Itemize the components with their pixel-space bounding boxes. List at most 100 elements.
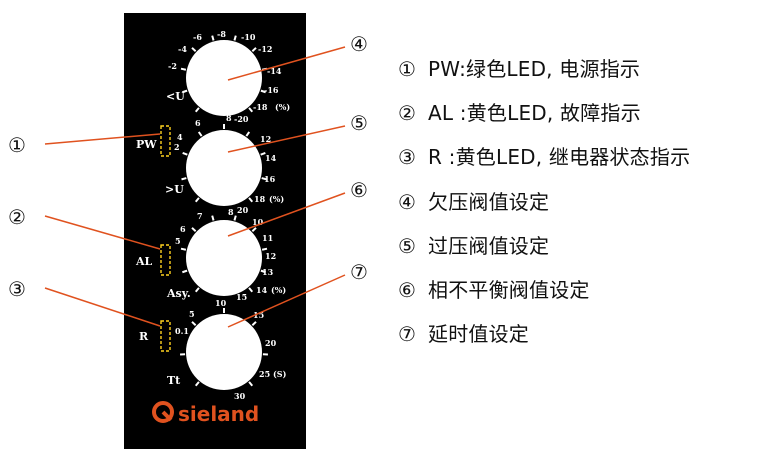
- callout-marker-1: ①: [8, 133, 26, 157]
- knob-tick: [194, 381, 200, 387]
- knob-tick: [248, 381, 254, 387]
- knob-tick-marks: [180, 35, 268, 387]
- knob-tick: [182, 89, 188, 94]
- callout-marker-4: ④: [350, 32, 368, 56]
- tick-label: -10: [241, 32, 256, 42]
- overvoltage-knob[interactable]: [186, 130, 262, 206]
- tick-label: -16: [264, 85, 279, 95]
- callout-marker-7: ⑦: [350, 260, 368, 284]
- legend-num: ④: [398, 190, 417, 214]
- callout-marker-3: ③: [8, 277, 26, 301]
- tick-label: 15: [253, 310, 264, 320]
- knob-tick: [251, 47, 257, 52]
- delay-label: Tt: [167, 374, 181, 387]
- knob-tick: [260, 152, 266, 156]
- knob-tick: [211, 35, 215, 41]
- sieland-logo: sieland: [152, 401, 259, 426]
- tick-label: 6: [180, 224, 186, 234]
- tick-label: 6: [195, 118, 201, 128]
- tick-label: (S): [273, 369, 287, 379]
- asymmetry-knob[interactable]: [186, 220, 262, 296]
- knob-tick: [248, 107, 254, 113]
- knob-tick: [194, 287, 200, 293]
- callout-marker-2: ②: [8, 205, 26, 229]
- knob-tick: [180, 67, 187, 71]
- legend-item: ④ 欠压阀值设定: [398, 186, 549, 215]
- delay-knob[interactable]: [186, 314, 262, 390]
- knob-tick: [251, 227, 257, 232]
- brand-text: sieland: [178, 402, 259, 426]
- knob-tick: [248, 287, 254, 293]
- legend-text: 延时值设定: [428, 322, 529, 346]
- callout-line-3: [44, 287, 161, 327]
- legend-text: 相不平衡阀值设定: [428, 278, 590, 302]
- legend-text: 过压阀值设定: [428, 234, 550, 258]
- knob-tick: [211, 215, 215, 221]
- undervoltage-label: <U: [166, 90, 185, 103]
- tick-label: -4: [178, 44, 187, 54]
- knob-tick: [182, 269, 188, 274]
- indicator-label-r: R: [139, 330, 149, 343]
- knob-tick: [194, 197, 200, 203]
- tick-label: 7: [197, 211, 203, 221]
- knob-tick: [251, 321, 257, 326]
- tick-label: 10: [215, 298, 227, 308]
- tick-label: 2: [174, 142, 180, 152]
- legend-num: ⑤: [398, 234, 417, 258]
- knob-tick: [194, 107, 200, 113]
- callout-line-6: [227, 192, 346, 237]
- legend-text: 欠压阀值设定: [428, 190, 550, 214]
- tick-label: 12: [265, 251, 276, 261]
- tick-label: 20: [265, 338, 277, 348]
- knob-tick: [260, 89, 266, 94]
- knob-tick: [191, 321, 197, 326]
- callout-marker-6: ⑥: [350, 178, 368, 202]
- knob-tick: [261, 247, 268, 251]
- logo-mark-tail: [161, 410, 173, 422]
- tick-label: 14: [256, 285, 268, 295]
- legend-num: ⑦: [398, 322, 417, 346]
- tick-label: 8: [226, 113, 232, 123]
- knob-tick: [191, 227, 197, 232]
- tick-label: 25: [259, 369, 270, 379]
- tick-label: 8: [228, 207, 234, 217]
- tick-label: 15: [236, 292, 247, 302]
- callout-line-4: [227, 46, 346, 81]
- tick-label: -12: [258, 44, 272, 54]
- tick-label: (%): [269, 194, 284, 204]
- undervoltage-knob[interactable]: [186, 40, 262, 116]
- tick-label: 11: [262, 233, 273, 243]
- legend-text: PW:绿色LED, 电源指示: [428, 57, 641, 81]
- tick-label: 14: [265, 153, 277, 163]
- logo-mark-icon: [152, 401, 174, 423]
- knob-tick: [191, 47, 197, 52]
- knob-tick: [197, 131, 203, 137]
- tick-label: 12: [260, 134, 271, 144]
- asymmetry-label: Asy.: [166, 287, 191, 300]
- indicator-label-pw: PW: [136, 138, 157, 151]
- r-led: [160, 320, 171, 352]
- tick-label: 20: [237, 205, 249, 215]
- knob-tick: [233, 215, 237, 221]
- legend-num: ③: [398, 145, 417, 169]
- callout-line-7: [227, 274, 346, 328]
- al-led: [160, 244, 171, 276]
- knob-tick: [180, 247, 187, 251]
- legend-item: ⑤ 过压阀值设定: [398, 230, 549, 259]
- tick-label: 30: [234, 391, 246, 401]
- tick-label: -18: [253, 102, 268, 112]
- callout-line-2: [44, 215, 161, 250]
- legend-num: ①: [398, 57, 417, 81]
- knob-tick: [181, 177, 187, 181]
- tick-label: 4: [177, 132, 183, 142]
- legend-text: AL :黄色LED, 故障指示: [428, 101, 641, 125]
- tick-label: (%): [271, 285, 286, 295]
- overvoltage-label: >U: [165, 183, 184, 196]
- tick-label: -20: [234, 114, 249, 124]
- tick-label: 5: [175, 236, 181, 246]
- legend-item: ① PW:绿色LED, 电源指示: [398, 53, 640, 82]
